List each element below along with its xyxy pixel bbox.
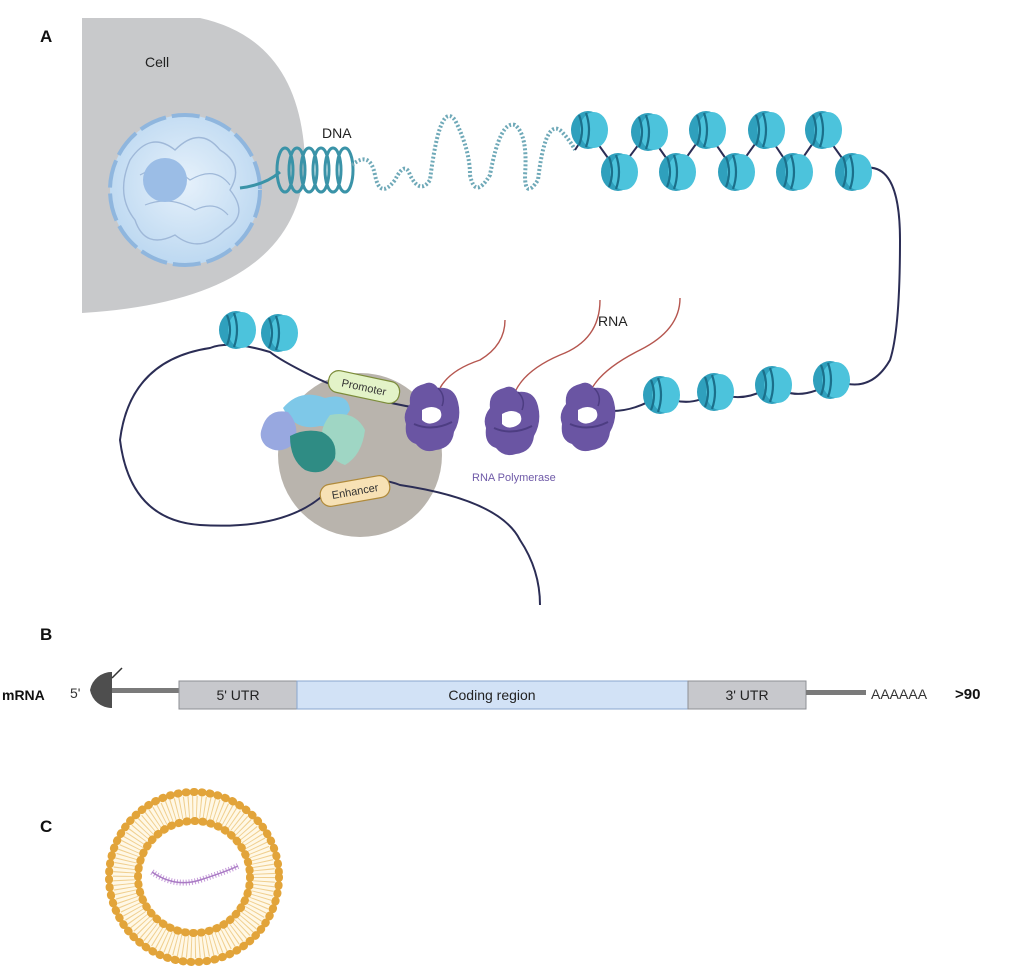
rna-polymerase [559, 381, 617, 453]
rna-polymerase [483, 385, 541, 457]
nucleosome [629, 111, 670, 153]
utr5-segment [178, 680, 298, 710]
linker-left [112, 688, 180, 693]
nucleus [108, 113, 262, 267]
lipid-nanoparticle [105, 788, 283, 966]
panel-c-label: C [40, 817, 52, 836]
mrna-construct: mRNA 5' 5' UTR Coding region 3' UTR AAAA… [2, 667, 980, 710]
nucleosome [716, 151, 757, 193]
transcription-factor-complex [260, 394, 365, 473]
five-prime-label: 5' [70, 685, 80, 701]
chromatin-fiber-lower [599, 359, 852, 416]
coding-region-label: Coding region [448, 687, 535, 703]
dna-coil [239, 114, 577, 194]
dna-label: DNA [322, 125, 352, 141]
nucleosome [217, 309, 258, 351]
nucleosome [599, 151, 640, 193]
rna-label: RNA [598, 313, 628, 329]
nucleosome [746, 109, 787, 151]
nucleosome [774, 151, 815, 193]
nucleosome [833, 151, 874, 193]
cell-label: Cell [145, 54, 169, 70]
nucleosome [657, 151, 698, 193]
linker-right [806, 690, 866, 695]
nucleosome [695, 371, 736, 413]
enhancer-tag: Enhancer [319, 475, 391, 507]
nucleosome [259, 312, 300, 354]
dna-loop [118, 343, 541, 606]
utr5-label: 5' UTR [216, 687, 259, 703]
mrna-label: mRNA [2, 687, 45, 703]
utr3-label: 3' UTR [725, 687, 768, 703]
panel-b-label: B [40, 625, 52, 644]
nucleosome [569, 109, 610, 151]
rna-strands [439, 297, 681, 393]
panel-a-label: A [40, 27, 52, 46]
nucleosome [753, 364, 794, 406]
nucleosome [803, 109, 844, 151]
polymerase-label: RNA Polymerase [472, 472, 556, 484]
rna-polymerase [403, 381, 461, 453]
nucleosome [641, 374, 682, 416]
polya-tail-label: AAAAAA [871, 686, 928, 702]
promoter-tag: Promoter [327, 370, 401, 404]
coding-region-segment [296, 680, 689, 710]
nucleolus [143, 158, 187, 202]
chromatin-fiber-top [569, 109, 902, 386]
utr3-segment [687, 680, 807, 710]
nucleosome [811, 359, 852, 401]
nucleosome [687, 109, 728, 151]
polya-count-label: >90 [955, 686, 980, 703]
